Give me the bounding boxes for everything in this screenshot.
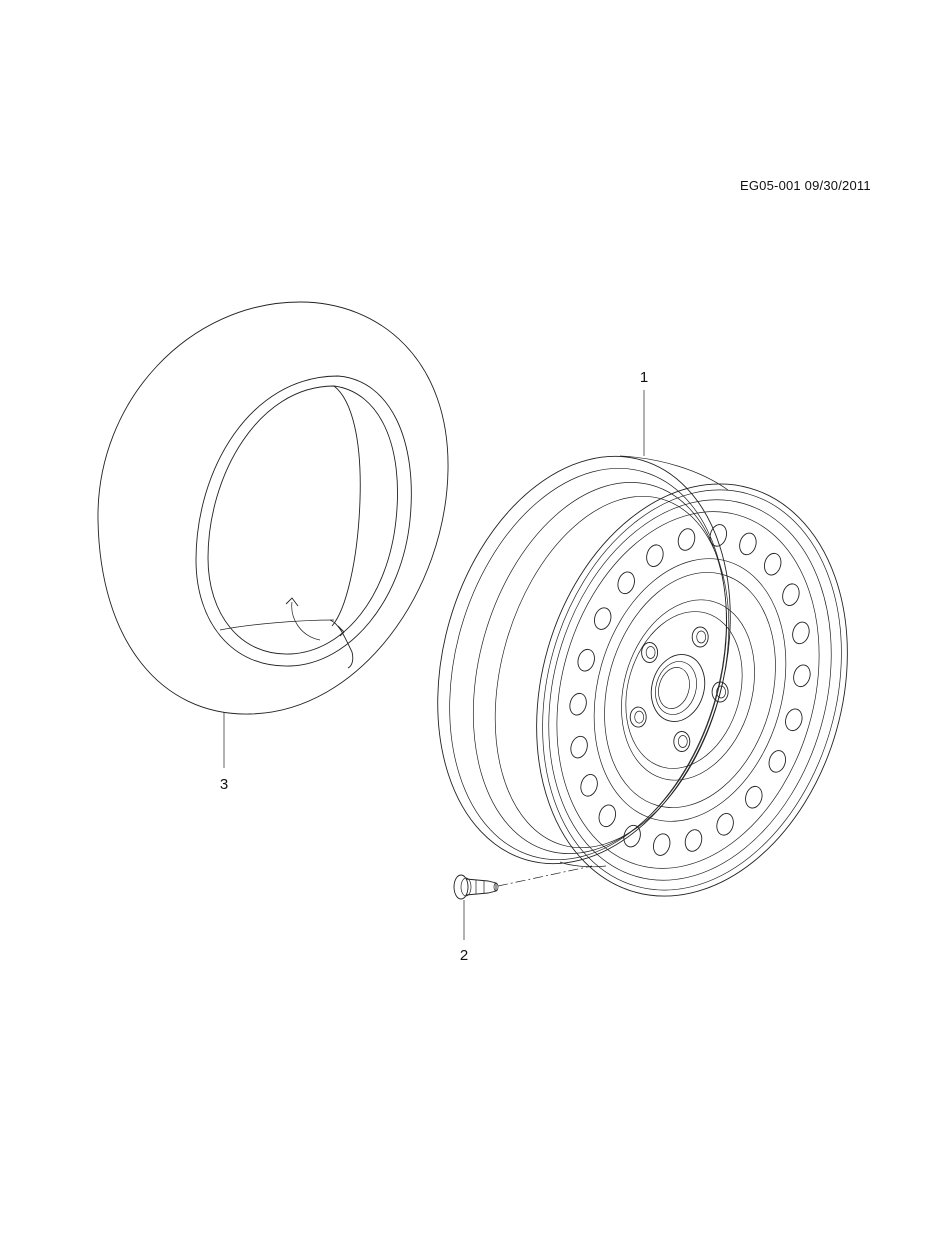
tire-inner-wall bbox=[331, 385, 361, 627]
vent-hole bbox=[793, 664, 811, 688]
vent-hole bbox=[785, 708, 803, 732]
vent-hole bbox=[739, 532, 757, 556]
lug-hole-inner bbox=[634, 710, 645, 724]
callout-3: 3 bbox=[219, 776, 229, 793]
vent-hole bbox=[593, 607, 612, 630]
callout-1: 1 bbox=[639, 369, 649, 386]
reference-code: EG05-001 09/30/2011 bbox=[740, 178, 871, 193]
wheel-rear-flange-inner bbox=[449, 467, 727, 861]
lug-hole bbox=[711, 681, 729, 703]
callout-2: 2 bbox=[459, 947, 469, 964]
vent-hole bbox=[652, 833, 671, 856]
wheel-center-bore bbox=[650, 654, 706, 722]
tire bbox=[97, 301, 449, 715]
wheel-center-bore-inner bbox=[655, 661, 697, 715]
tire-outer-edge bbox=[97, 301, 449, 715]
tire-seam-mark bbox=[285, 597, 299, 607]
lug-hole bbox=[673, 731, 691, 752]
vent-hole bbox=[580, 774, 598, 797]
wheel-barrel-top bbox=[619, 455, 729, 491]
tire-inner-curve bbox=[291, 601, 321, 641]
valve-alignment-line bbox=[497, 865, 593, 887]
vent-hole bbox=[716, 813, 734, 836]
wheel-vent-holes bbox=[569, 524, 811, 856]
lug-hole bbox=[641, 642, 659, 663]
lug-hole-inner bbox=[677, 735, 688, 748]
valve-stem-tip bbox=[493, 882, 499, 892]
valve-stem-collar bbox=[460, 877, 472, 897]
tire-seam-mark bbox=[337, 625, 345, 637]
wheel-disc-ring bbox=[593, 558, 787, 822]
vent-hole bbox=[684, 829, 703, 852]
tire-bead-outer bbox=[195, 375, 412, 667]
lug-hole-inner bbox=[696, 630, 707, 644]
vent-hole bbox=[677, 528, 696, 551]
wheel-hub-ring bbox=[625, 611, 743, 769]
wheel-lug-holes bbox=[629, 626, 729, 752]
lug-hole-inner bbox=[645, 646, 656, 659]
vent-hole bbox=[623, 824, 641, 848]
vent-hole bbox=[792, 621, 810, 645]
vent-hole bbox=[646, 544, 664, 567]
wheel-hub-ring bbox=[621, 599, 755, 781]
vent-hole bbox=[569, 692, 587, 716]
tire-bead-inner bbox=[207, 385, 398, 655]
valve-stem-base bbox=[453, 874, 469, 900]
wheel-barrel-line bbox=[472, 482, 728, 854]
wheel-front-flange bbox=[536, 483, 848, 897]
wheel-rear-flange bbox=[437, 455, 731, 865]
tire-inner-floor bbox=[219, 619, 335, 631]
vent-hole bbox=[763, 552, 782, 576]
vent-hole bbox=[768, 750, 787, 773]
lug-hole-inner bbox=[716, 685, 726, 699]
lug-hole bbox=[629, 706, 647, 728]
wheel-barrel-bottom bbox=[559, 861, 607, 868]
wheel-disc-edge bbox=[556, 511, 820, 869]
vent-hole bbox=[617, 571, 635, 595]
wheel-front-flange-inner bbox=[542, 489, 842, 891]
valve-stem bbox=[453, 874, 499, 900]
vent-hole bbox=[570, 735, 588, 759]
vent-hole bbox=[782, 583, 800, 606]
vent-hole bbox=[709, 524, 728, 547]
valve-stem-body bbox=[465, 878, 497, 896]
lug-hole bbox=[691, 626, 709, 648]
wheel-rim-seat bbox=[548, 499, 832, 881]
vent-hole bbox=[577, 648, 595, 672]
wheel-disc-ring bbox=[604, 572, 776, 808]
vent-hole bbox=[745, 785, 763, 809]
wheel-center-bore-inner bbox=[658, 667, 690, 709]
wheel-barrel-line bbox=[494, 495, 730, 849]
vent-hole bbox=[598, 804, 617, 828]
wheel bbox=[437, 455, 848, 897]
